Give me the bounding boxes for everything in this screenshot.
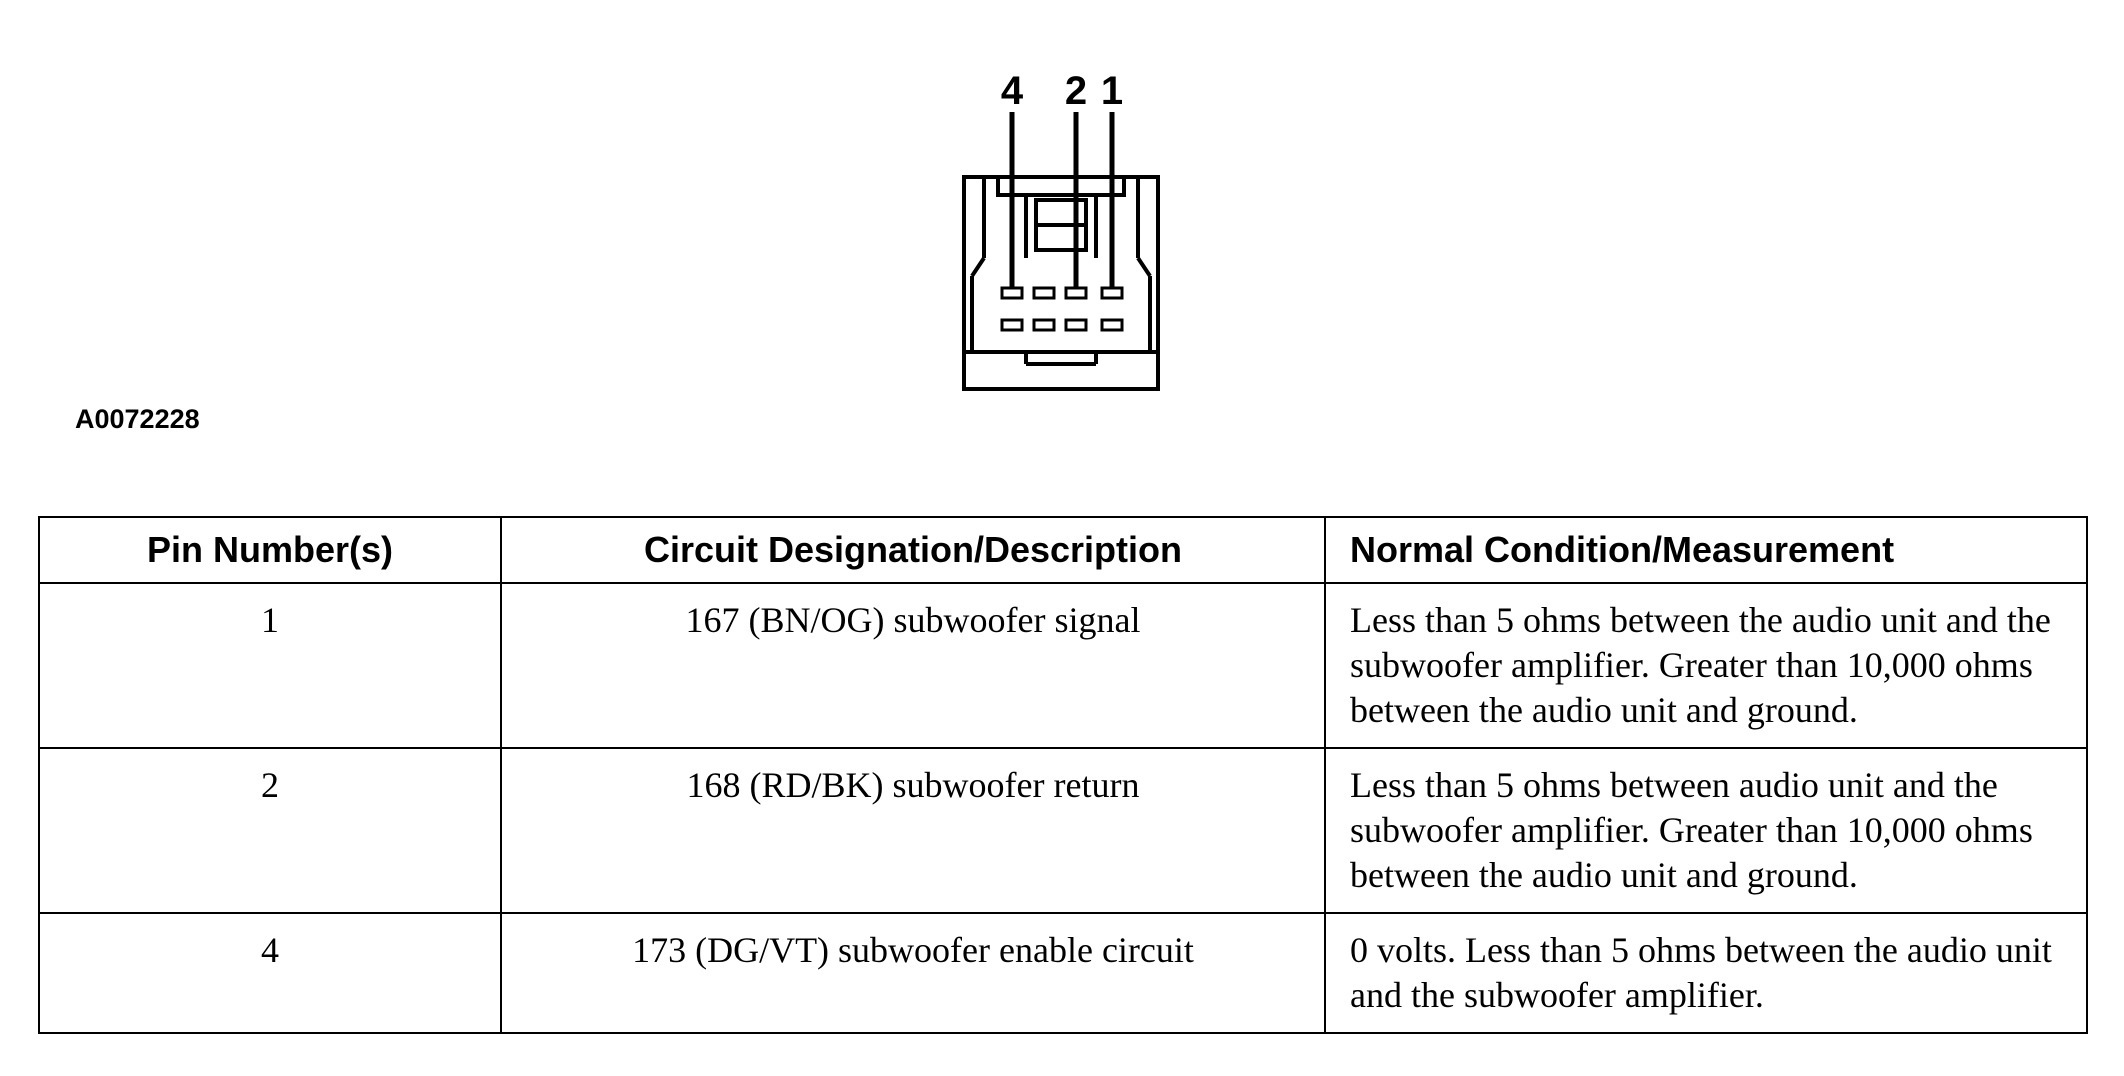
figure-id: A0072228 <box>75 404 200 434</box>
pin-label-4: 4 <box>1001 69 1024 113</box>
table-row: 4 173 (DG/VT) subwoofer enable circuit 0… <box>38 912 2088 1034</box>
cell-circuit: 167 (BN/OG) subwoofer signal <box>500 582 1326 749</box>
cell-condition: Less than 5 ohms between audio unit and … <box>1324 747 2088 914</box>
cell-condition: 0 volts. Less than 5 ohms between the au… <box>1324 912 2088 1034</box>
table-row: 1 167 (BN/OG) subwoofer signal Less than… <box>38 582 2088 749</box>
cell-condition: Less than 5 ohms between the audio unit … <box>1324 582 2088 749</box>
cavity-3 <box>1032 286 1056 300</box>
cell-circuit: 173 (DG/VT) subwoofer enable circuit <box>500 912 1326 1034</box>
cavity-2 <box>1064 286 1088 300</box>
cell-pin: 2 <box>38 747 502 914</box>
header-circuit: Circuit Designation/Description <box>500 516 1326 584</box>
pin-label-1: 1 <box>1101 69 1123 113</box>
connector-diagram: 4 2 1 <box>962 69 1160 391</box>
connector-housing <box>962 175 1160 391</box>
terminal-cavities-bottom <box>1000 318 1124 332</box>
cavity-1 <box>1100 286 1124 300</box>
pin-table: Pin Number(s) Circuit Designation/Descri… <box>38 516 2088 1034</box>
table-header-row: Pin Number(s) Circuit Designation/Descri… <box>38 516 2088 584</box>
header-pin-number: Pin Number(s) <box>38 516 502 584</box>
terminal-cavities-top <box>1000 286 1124 300</box>
cell-pin: 4 <box>38 912 502 1034</box>
header-condition: Normal Condition/Measurement <box>1324 516 2088 584</box>
cell-pin: 1 <box>38 582 502 749</box>
cell-circuit: 168 (RD/BK) subwoofer return <box>500 747 1326 914</box>
table-row: 2 168 (RD/BK) subwoofer return Less than… <box>38 747 2088 914</box>
pin-label-2: 2 <box>1065 69 1087 113</box>
cavity-4 <box>1000 286 1024 300</box>
